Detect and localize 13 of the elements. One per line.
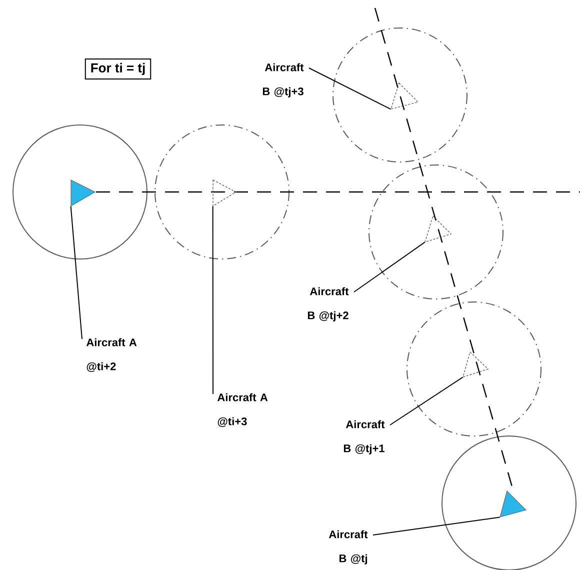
aircraft-label: Aircraft A @ti+3 — [217, 393, 268, 427]
leader-line — [372, 516, 500, 536]
leader-line — [354, 242, 426, 292]
aircraft-label: Aircraft B @tj — [328, 530, 368, 564]
leader-line — [308, 68, 392, 110]
aircraft-label: Aircraft A @ti+2 — [86, 338, 137, 372]
leader-line — [390, 376, 464, 426]
aircraft-label: Aircraft B @tj+2 — [308, 287, 349, 322]
title-box: For ti = tj — [84, 58, 152, 80]
leader-line — [212, 206, 214, 394]
leader-line — [70, 206, 82, 340]
aircraft-label: Aircraft B @tj+3 — [262, 63, 304, 98]
aircraft-label: Aircraft B @tj+1 — [344, 420, 385, 454]
